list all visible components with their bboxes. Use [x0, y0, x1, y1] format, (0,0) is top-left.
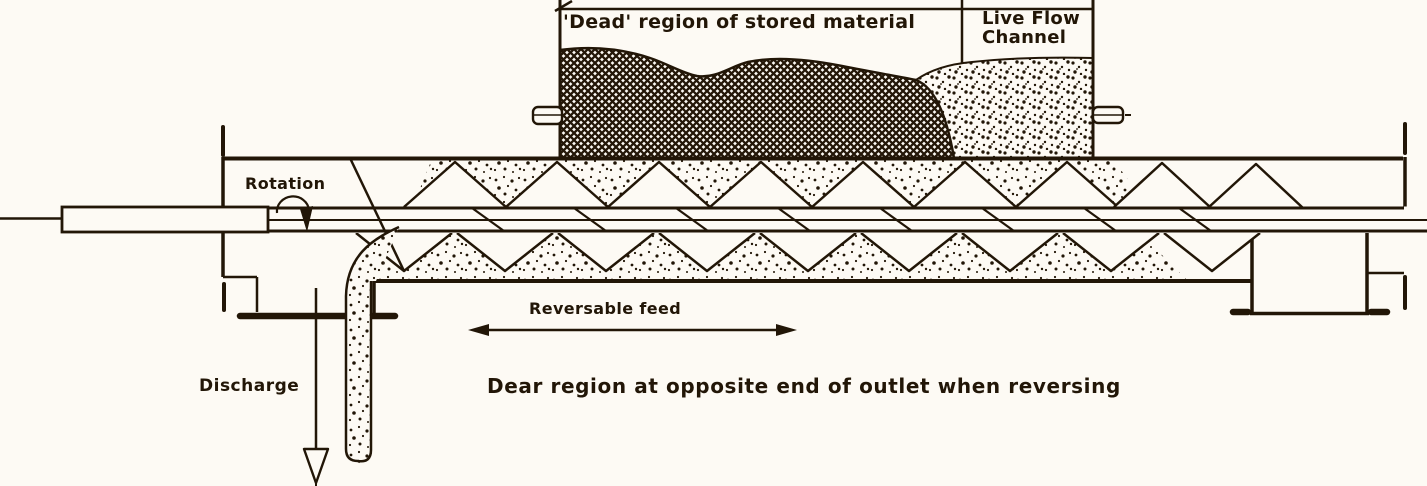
first-flight-cross: [348, 157, 406, 272]
reversing-note: Dear region at opposite end of outlet wh…: [487, 374, 1121, 398]
upper-flight: [913, 160, 1017, 208]
chute-outer-edge: [344, 225, 400, 464]
live-flow-label-line1: Live Flow: [982, 8, 1081, 29]
label-box: [554, 0, 1095, 158]
upper-flight: [1113, 161, 1211, 208]
dead-region-fill: [560, 48, 954, 158]
upper-flight: [505, 160, 609, 208]
reversable-feed-label: Reversable feed: [529, 299, 682, 318]
live-flow-channel-label: Live Flow Channel: [982, 8, 1081, 48]
lower-flight: [1062, 232, 1160, 273]
left-end-step: [223, 275, 259, 312]
upper-flight: [403, 160, 507, 208]
hopper-material: [559, 46, 1094, 159]
upper-flight: [1208, 162, 1304, 209]
upper-flight: [1015, 160, 1119, 208]
live-flow-label-line2: Channel: [982, 26, 1067, 48]
rotation-arc: [275, 195, 311, 214]
lower-flight: [860, 232, 958, 273]
trunnion-pins: [531, 105, 1131, 126]
break-tick: [554, 0, 573, 13]
lower-flight: [557, 232, 655, 273]
live-flow-fill: [916, 57, 1093, 158]
lower-flight: [759, 232, 857, 273]
flight-cross-diagonals: [471, 207, 1212, 232]
shaft: [0, 157, 1427, 272]
rotation-arrow-head: [300, 206, 313, 232]
upper-flight: [607, 160, 711, 208]
chute-inner-edge: [357, 281, 373, 463]
rotation-label: Rotation: [245, 174, 326, 193]
discharge-arrow-head: [302, 447, 330, 485]
upper-flight: [709, 160, 813, 208]
lower-flight: [456, 232, 554, 273]
upper-flight: [811, 160, 915, 208]
trough-bottom: [372, 279, 1252, 313]
discharge-arrow-icon: [302, 288, 330, 486]
dead-region-label: 'Dead' region of stored material: [563, 11, 916, 33]
chute-fill: [346, 227, 399, 463]
reversible-feed-arrow-icon: [468, 324, 797, 336]
rotation-arrow-icon: [275, 195, 313, 232]
lower-flight: [1163, 232, 1261, 273]
bearing-box: [1250, 233, 1369, 316]
lower-flight: [658, 232, 756, 273]
discharge-label: Discharge: [199, 376, 300, 396]
discharge-chute: [344, 225, 400, 464]
live-flow-surface-line: [915, 56, 1094, 81]
shaft-sleeve: [60, 205, 270, 234]
lower-flight: [961, 232, 1059, 273]
